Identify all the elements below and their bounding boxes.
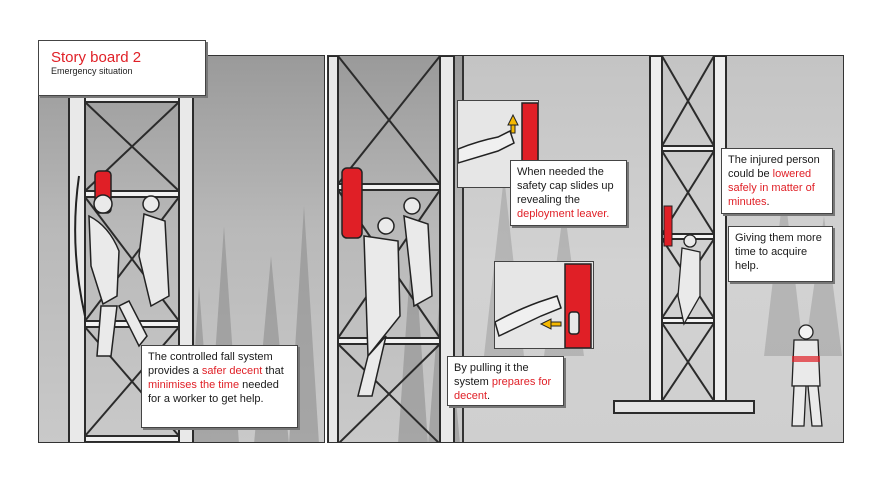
arrow-left-icon: [539, 318, 562, 330]
caption-highlight: safer decent: [201, 365, 263, 377]
caption-highlight: lowered safely in matter of minutes: [728, 168, 815, 208]
inset-deployment-lever-illustration: [495, 263, 592, 348]
caption-panel-2-bottom: By pulling it the system prepares for de…: [447, 356, 564, 406]
panel-2-illustration: [328, 56, 460, 442]
caption-highlight: deployment leaver.: [517, 208, 610, 220]
caption-panel-3-top: The injured person could be lowered safe…: [721, 148, 833, 214]
caption-text: By pulling it the system: [454, 362, 529, 388]
caption-text: Giving them more time to acquire help.: [735, 232, 822, 272]
caption-highlight: minimises the time: [148, 379, 240, 391]
inset-deployment-lever: [494, 261, 594, 349]
caption-text: .: [766, 196, 770, 208]
arrow-up-icon: [507, 113, 519, 134]
storyboard-subtitle: Emergency situation: [51, 66, 133, 76]
storyboard-title: Story board 2: [51, 49, 142, 66]
caption-text: that: [262, 365, 284, 377]
caption-text: The controlled fall system provides a: [148, 351, 273, 377]
caption-text: When needed the safety cap slides up rev…: [517, 166, 614, 206]
caption-text: The injured person could be: [728, 154, 820, 180]
caption-text: needed for a worker to get help.: [148, 379, 279, 405]
caption-panel-3-bottom: Giving them more time to acquire help.: [728, 226, 833, 282]
caption-panel-2-top: When needed the safety cap slides up rev…: [510, 160, 627, 226]
caption-panel-1: The controlled fall system provides a sa…: [141, 345, 298, 428]
caption-highlight: prepares for decent: [454, 376, 552, 402]
caption-text: .: [487, 390, 491, 402]
panel-2: [327, 55, 463, 443]
storyboard-title-box: Story board 2 Emergency situation: [38, 40, 206, 96]
